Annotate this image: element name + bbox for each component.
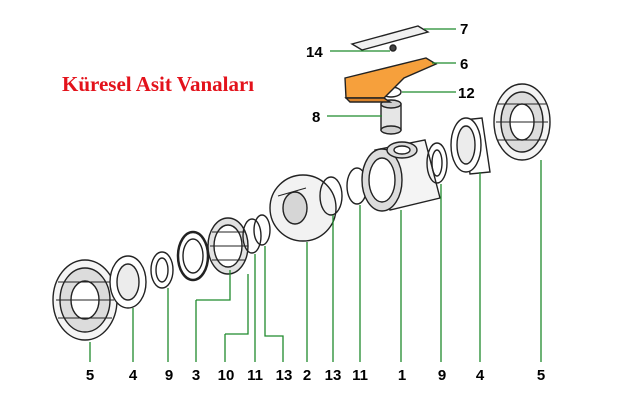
part-number-label: 4 [129,367,138,384]
o-ring-9-right [426,142,448,184]
leader-lines [89,28,542,362]
union-nut-right [493,83,551,161]
part-number-label: 4 [476,367,485,384]
part-number-label: 5 [86,367,94,384]
ball [269,174,337,242]
diagram-title: Küresel Asit Vanaları [62,72,255,96]
part-number-label: 1 [398,367,406,384]
part-number-label: 2 [303,367,311,384]
part-number-label: 10 [218,367,235,384]
part-number-label: 3 [192,367,200,384]
end-connector-right [450,117,491,175]
part-number-label: 8 [312,109,320,126]
seat-carrier [176,230,210,282]
part-number-label: 7 [460,21,468,38]
end-connector-left [109,255,147,309]
screw [389,44,397,52]
part-number-label: 9 [165,367,173,384]
part-number-label: 9 [438,367,446,384]
stem [380,99,402,135]
valve-body [361,139,441,212]
top-labels: 7 14 6 12 8 [306,21,475,126]
o-ring-9-left [150,251,174,289]
union-nut-left [52,259,118,341]
bottom-labels: 5 4 9 3 10 11 13 2 13 11 1 9 4 5 [86,367,545,384]
o-ring-13-right [319,176,343,216]
part-number-label: 13 [276,367,293,384]
part-number-label: 12 [458,85,475,102]
part-number-label: 11 [352,367,368,384]
seat-ring [207,217,249,275]
part-number-label: 5 [537,367,545,384]
o-ring-13-left [253,214,271,246]
handle-cover [350,25,430,51]
handle [344,57,438,103]
part-number-label: 14 [306,44,323,61]
part-number-label: 11 [247,367,263,384]
o-ring-11-left [242,218,262,254]
part-number-label: 13 [325,367,342,384]
part-number-label: 6 [460,56,468,73]
